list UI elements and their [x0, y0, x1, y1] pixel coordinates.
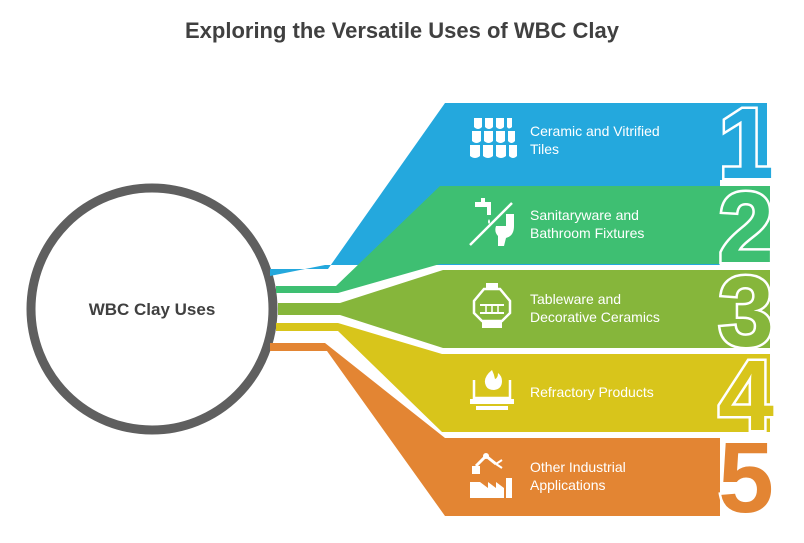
band-1-label-line1: Ceramic and Vitrified	[530, 123, 660, 139]
band-3: Tableware and Decorative Ceramics 3	[278, 254, 776, 371]
band-5-number: 5	[718, 422, 774, 534]
band-1-number: 1	[718, 88, 774, 200]
band-3-label-line2: Decorative Ceramics	[530, 309, 660, 325]
band-2-label-line2: Bathroom Fixtures	[530, 225, 644, 241]
band-5-label-line1: Other Industrial	[530, 459, 626, 475]
factory-robot-icon	[470, 453, 512, 498]
roof-tiles-icon	[470, 118, 517, 158]
band-1-label-line2: Tiles	[530, 141, 559, 157]
center-ring	[26, 183, 278, 435]
band-4-shape	[276, 323, 770, 432]
band-5-label-line2: Applications	[530, 477, 606, 493]
band-4-label-line1: Refractory Products	[530, 384, 654, 400]
band-5-shape	[270, 343, 720, 516]
center-label: WBC Clay Uses	[89, 300, 216, 319]
band-5: Other Industrial Applications 5	[270, 343, 776, 537]
band-2: Sanitaryware and Bathroom Fixtures 2	[276, 170, 776, 293]
band-3-label-line1: Tableware and	[530, 291, 621, 307]
band-4-number: 4	[718, 340, 774, 452]
band-2-label-line1: Sanitaryware and	[530, 207, 639, 223]
faucet-toilet-icon	[469, 198, 514, 246]
band-2-number: 2	[718, 172, 774, 284]
band-3-shape	[278, 270, 770, 348]
band-3-number: 3	[718, 256, 774, 368]
diagram-title: Exploring the Versatile Uses of WBC Clay	[184, 18, 619, 43]
ceramic-vase-icon	[472, 283, 512, 328]
band-4: Refractory Products 4	[276, 323, 777, 455]
furnace-flame-icon	[470, 370, 514, 410]
band-2-shape	[276, 186, 770, 293]
